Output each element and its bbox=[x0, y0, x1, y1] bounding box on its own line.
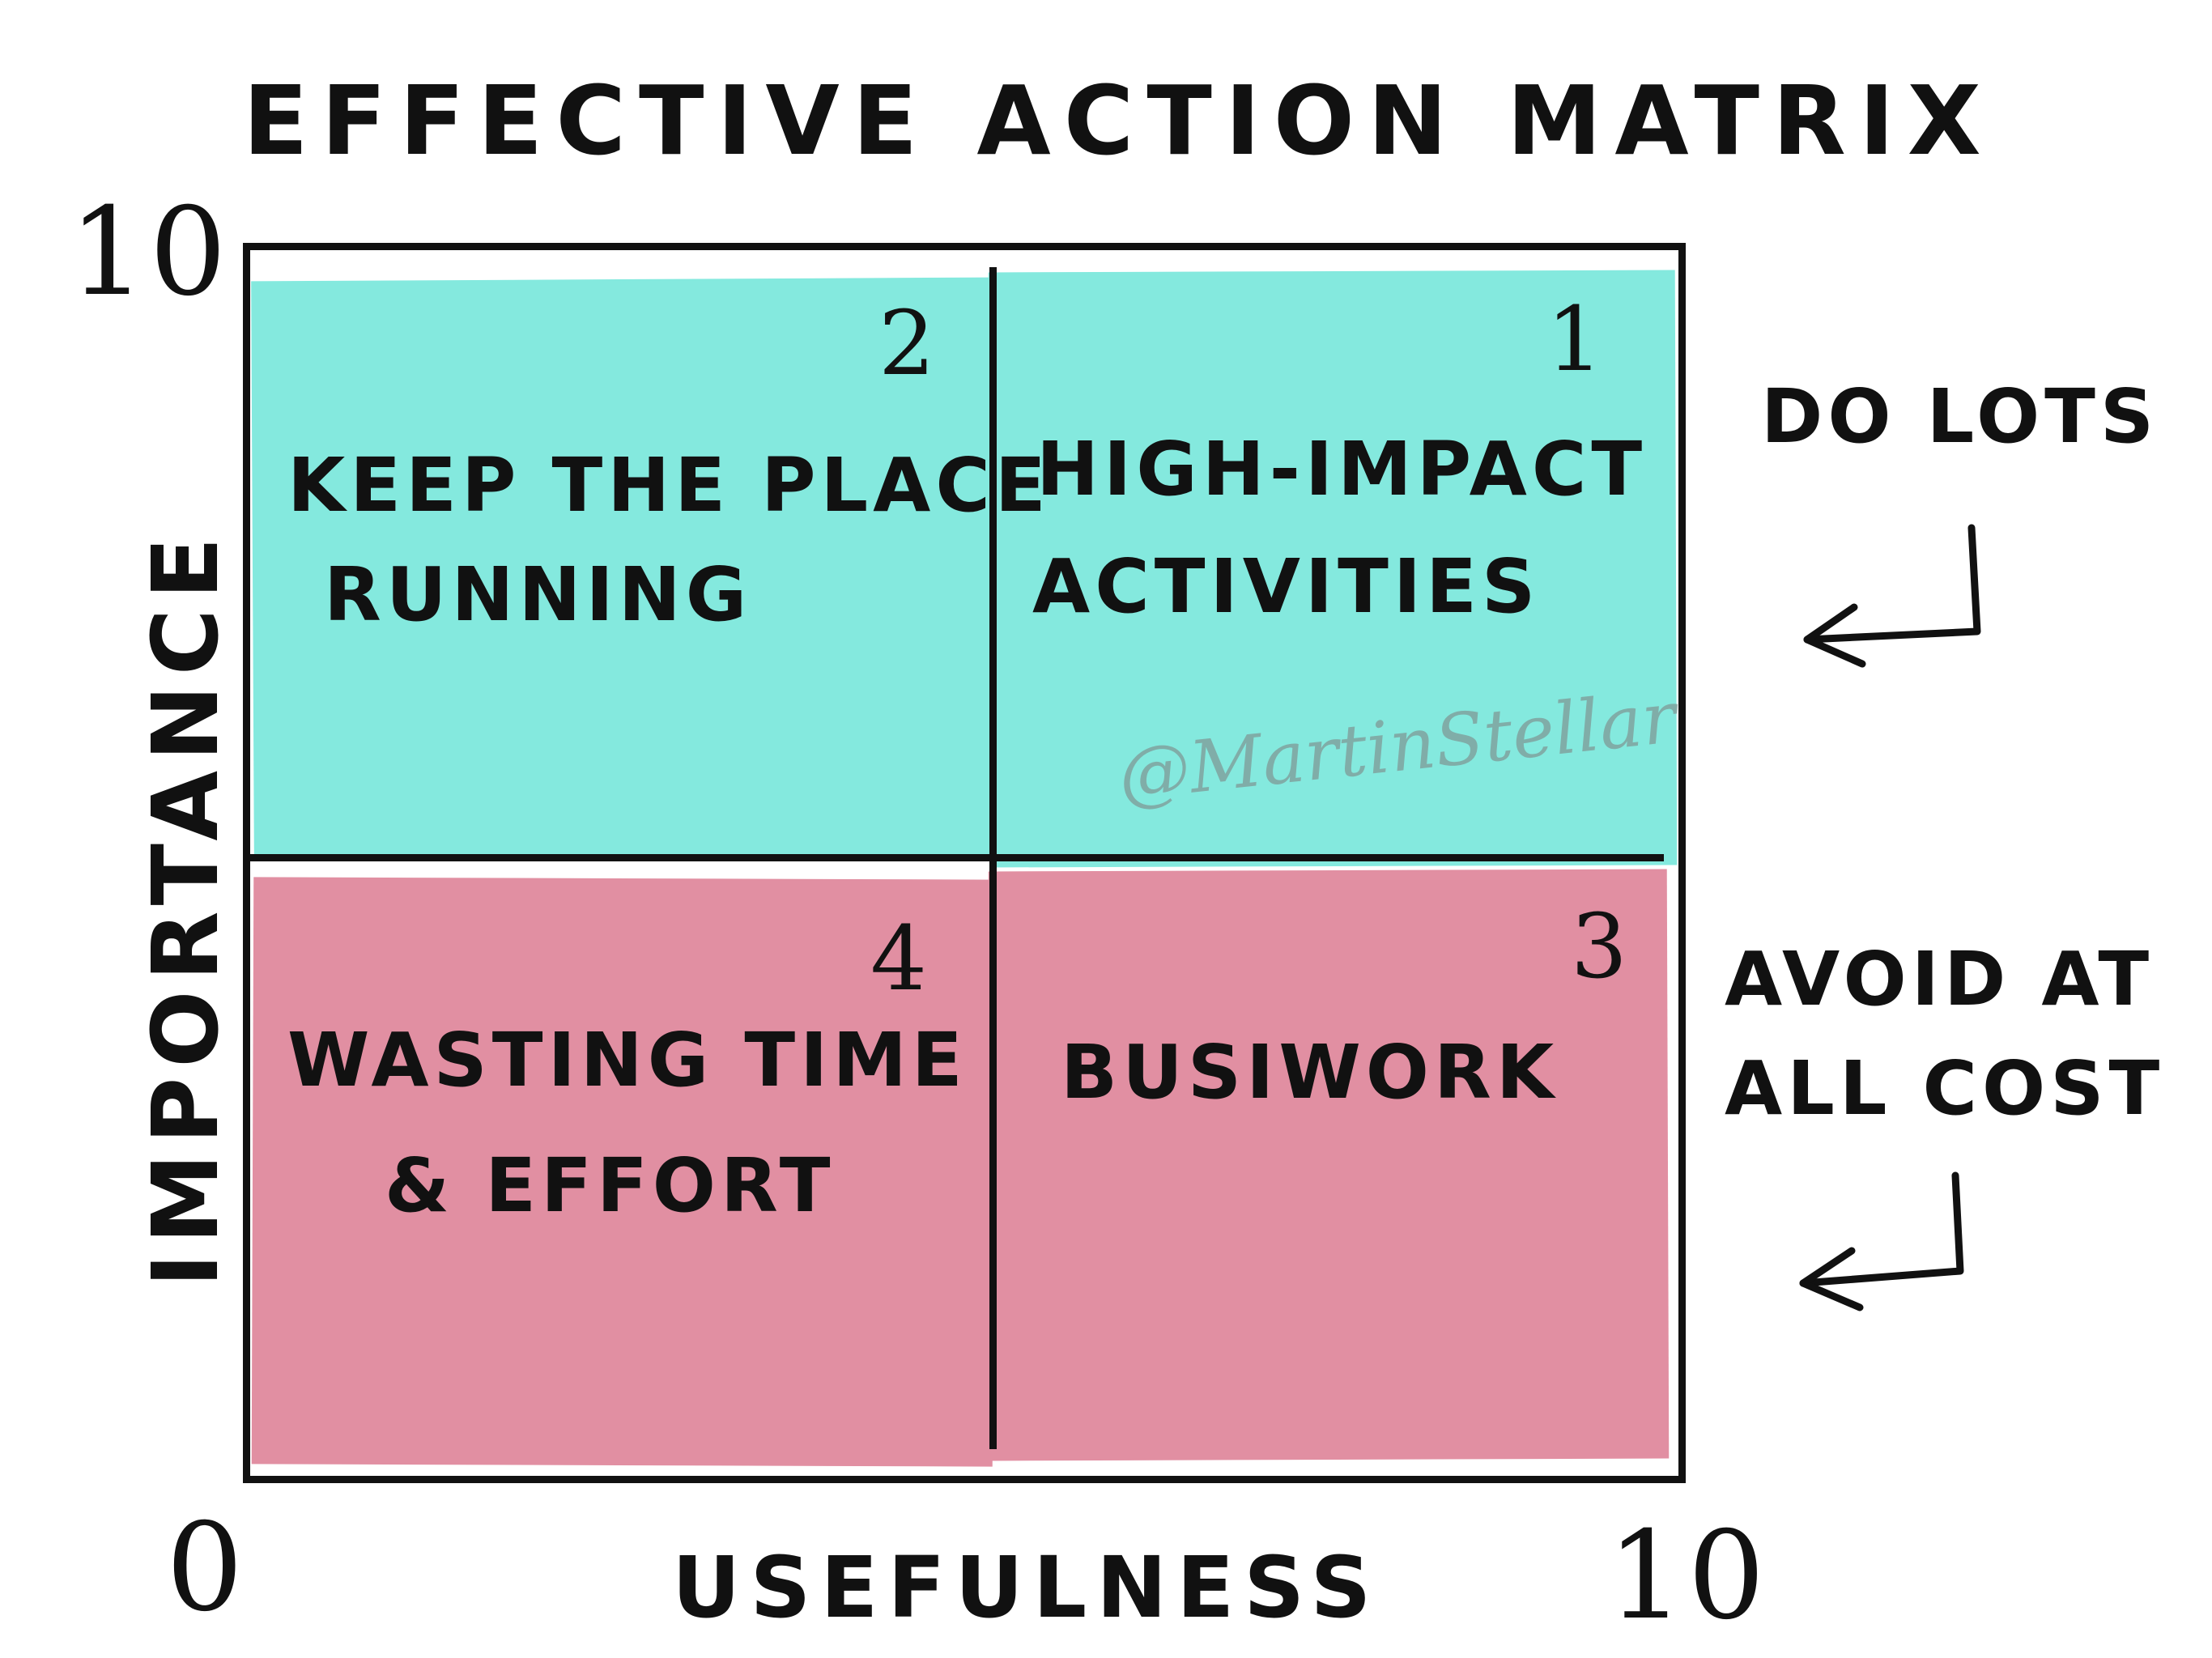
origin-label: 0 bbox=[166, 1498, 247, 1639]
diagram-title: EFFECTIVE ACTION MATRIX bbox=[243, 65, 1994, 176]
matrix-frame bbox=[243, 243, 1686, 1483]
quadrant-2-label-line2: RUNNING bbox=[324, 551, 752, 638]
quadrant-1-label-line2: ACTIVITIES bbox=[1032, 543, 1541, 630]
quadrant-1-number: 1 bbox=[1546, 287, 1606, 391]
quadrant-4-number: 4 bbox=[870, 907, 930, 1010]
return-arrow-icon bbox=[1799, 1171, 1964, 1312]
side-note-do-lots: DO LOTS bbox=[1761, 373, 2159, 460]
quadrant-1-label-line1: HIGH-IMPACT bbox=[1036, 426, 1648, 512]
side-note-avoid-line1: AVOID AT bbox=[1725, 936, 2155, 1022]
y-axis-title: IMPORTANCE bbox=[134, 527, 239, 1287]
return-arrow-icon bbox=[1803, 524, 1981, 668]
side-note-avoid-line2: ALL COST bbox=[1725, 1045, 2165, 1132]
horizontal-divider bbox=[247, 854, 1664, 861]
y-axis-max-label: 10 bbox=[69, 182, 230, 323]
quadrant-4-label-line2: & EFFORT bbox=[385, 1142, 836, 1229]
quadrant-2-number: 2 bbox=[878, 291, 938, 395]
x-axis-max-label: 10 bbox=[1607, 1506, 1768, 1647]
quadrant-3-number: 3 bbox=[1571, 895, 1631, 998]
quadrant-4-label-line1: WASTING TIME bbox=[287, 1017, 968, 1103]
x-axis-title: USEFULNESS bbox=[672, 1538, 1381, 1637]
quadrant-3-label-line1: BUSIWORK bbox=[1061, 1029, 1559, 1116]
quadrant-2-label-line1: KEEP THE PLACE bbox=[287, 442, 1051, 529]
